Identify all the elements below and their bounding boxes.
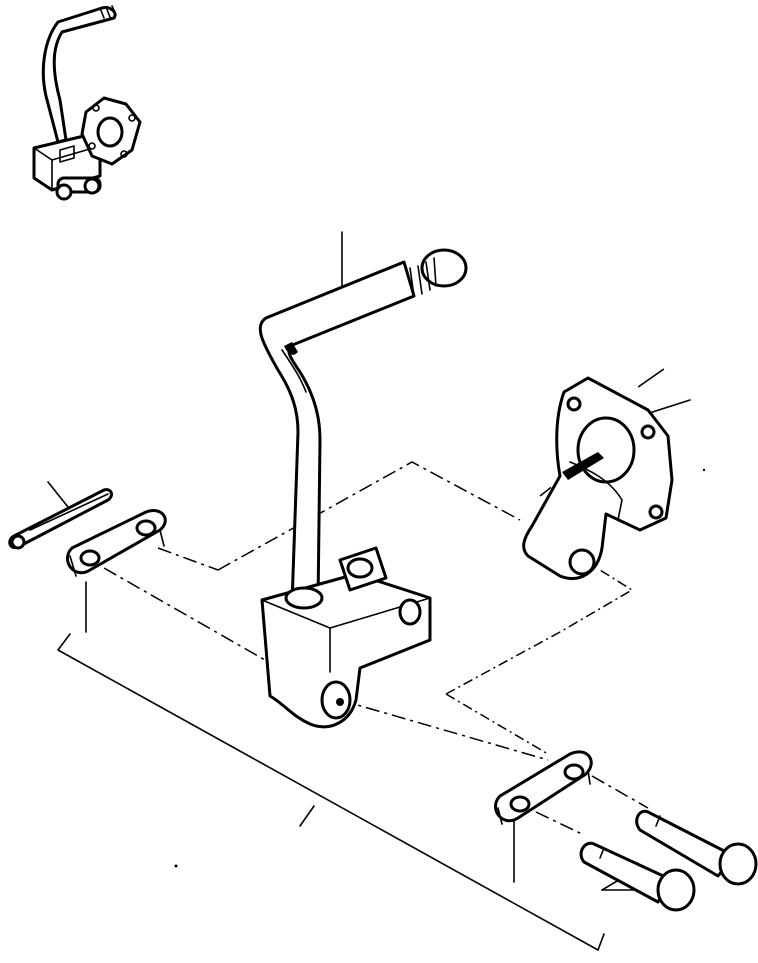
lever-socket — [284, 586, 324, 610]
flange-hole-1 — [566, 396, 582, 412]
flange-arm-bore — [568, 548, 596, 576]
speck — [702, 468, 706, 472]
flange-hole-3 — [648, 504, 664, 520]
clevis-pin-a — [635, 809, 758, 886]
flange-hole-2 — [640, 424, 656, 440]
leader-bracket — [299, 805, 315, 827]
lever-knob-end — [420, 248, 468, 288]
speck — [174, 864, 178, 868]
housing-bore-bottom — [320, 680, 352, 720]
link-plate-lower — [494, 750, 593, 825]
leader-flange-a — [637, 368, 665, 388]
flange-bore — [576, 416, 636, 484]
shift-lever — [258, 248, 468, 606]
link-plate-upper — [66, 509, 167, 577]
housing-bore-side — [398, 598, 422, 626]
leader-lines — [47, 231, 691, 891]
clevis-pin-b — [579, 841, 696, 912]
inset-assembly-thumbnail — [32, 5, 142, 201]
mounting-flange — [522, 376, 674, 580]
assembly-bracket — [57, 633, 605, 951]
cotter-pin — [8, 488, 113, 550]
lever-housing — [260, 546, 432, 729]
